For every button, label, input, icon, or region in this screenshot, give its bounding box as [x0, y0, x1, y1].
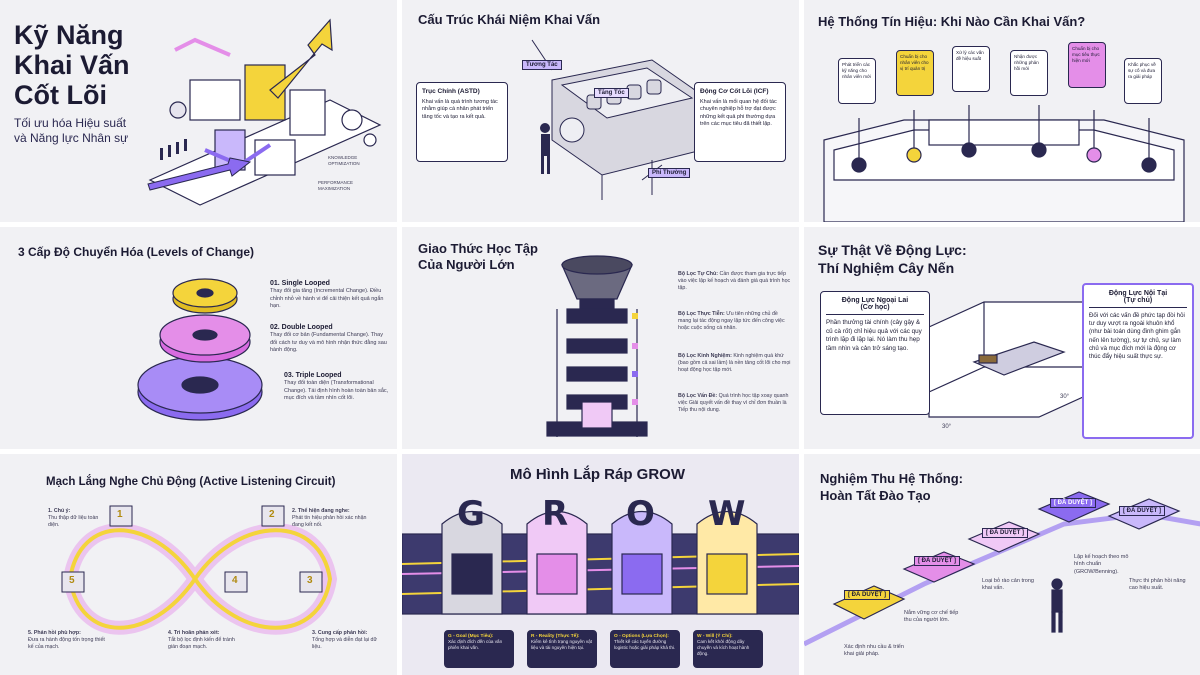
letter-o: O — [626, 494, 655, 534]
icf-heading: Động Cơ Cốt Lõi (ICF) — [700, 88, 769, 95]
panel-title: Hệ Thống Tín Hiệu: Khi Nào Cần Khai Vấn? — [818, 14, 1086, 29]
icf-card: Động Cơ Cốt Lõi (ICF) Khai vấn là mối qu… — [694, 82, 786, 162]
level-3: 03. Triple Looped Thay đổi toàn diện (Tr… — [284, 372, 389, 402]
sign-2: Chuẩn bị cho nhân viên cho vị trí quản t… — [896, 50, 934, 96]
title-line-2: Hoàn Tất Đào Tạo — [820, 488, 931, 503]
letter-w: W — [708, 494, 746, 534]
node-3-num: 3 — [307, 575, 313, 586]
sign-3: Xử lý các vấn đề hiệu suất — [952, 46, 990, 92]
panel-signal-system[interactable]: Hệ Thống Tín Hiệu: Khi Nào Cần Khai Vấn?… — [804, 0, 1200, 222]
coach-figure — [540, 123, 550, 174]
panel-levels-of-change[interactable]: 3 Cấp Độ Chuyển Hóa (Levels of Change) 0… — [0, 227, 397, 449]
panel-title: 3 Cấp Độ Chuyển Hóa (Levels of Change) — [18, 245, 255, 259]
machine-illustration — [147, 18, 382, 206]
title-line-2: Của Người Lớn — [418, 257, 515, 272]
filter-2: Bộ Lọc Thực Tiễn: Ưu tiên những chủ đề m… — [678, 311, 785, 332]
badge-1: [ ĐÃ DUYỆT ] — [844, 590, 890, 600]
panel-grow-model[interactable]: Mô Hình Lắp Ráp GROW G R O W G - Goal (M… — [402, 454, 799, 675]
angle-left: 30° — [942, 424, 952, 430]
node-3-label: 3. Cung cấp phản hồi:Tổng hợp và diễn đạ… — [312, 630, 378, 651]
panel-adult-learning-protocol[interactable]: Giao Thức Học Tập Của Người Lớn Bộ Lọc T… — [402, 227, 799, 449]
panel-title: Mạch Lắng Nghe Chủ Động (Active Listenin… — [46, 476, 336, 488]
panel-active-listening-circuit[interactable]: Mạch Lắng Nghe Chủ Động (Active Listenin… — [0, 454, 397, 675]
extrinsic-card: Động Lực Ngoại Lai (Cơ học) Phần thưởng … — [820, 291, 930, 415]
node-2-label: 2. Thể hiện đang nghe:Phát tín hiệu phản… — [292, 508, 367, 529]
level-2: 02. Double Looped Thay đổi cơ bản (Funda… — [270, 324, 387, 354]
gate-w-card: W - Will (Ý Chí): Cam kết khởi động dây … — [693, 630, 763, 668]
panel-coaching-concept-structure[interactable]: Cấu Trúc Khái Niệm Khai Vấn Tương Tác Tă… — [402, 0, 799, 222]
node-5-label: 5. Phản hồi phù hợp:Đưa ra hành động tốn… — [28, 630, 105, 651]
node-2-num: 2 — [269, 509, 275, 520]
phi-thuong-tag: Phi Thường — [648, 168, 691, 178]
filter-tower-illustration — [546, 255, 648, 437]
astd-heading: Trục Chính (ASTD) — [422, 88, 480, 95]
astd-body: Khai vấn là quá trình tương tác nhằm giú… — [422, 99, 498, 120]
panel-core-coaching-skills[interactable]: Kỹ Năng Khai Vấn Cốt Lõi Tối ưu hóa Hiệu… — [0, 0, 397, 222]
control-console-illustration — [823, 105, 1185, 222]
title-line-1: Nghiệm Thu Hệ Thống: — [820, 471, 963, 486]
node-4-label: 4. Trì hoãn phán xét:Tắt bộ lọc định kiế… — [168, 630, 235, 651]
title-line-3: Cốt Lõi — [14, 80, 107, 110]
angle-right: 30° — [1060, 394, 1070, 400]
gears-illustration — [137, 278, 263, 421]
intrinsic-card: Động Lực Nội Tại (Tự chủ) Đối với các vấ… — [1082, 283, 1194, 439]
filter-4: Bộ Lọc Vấn Đề: Quá trình học tập xoay qu… — [678, 393, 789, 414]
title-line-2: Khai Vấn — [14, 50, 130, 80]
node-5-num: 5 — [69, 575, 75, 586]
astd-card: Trục Chính (ASTD) Khai vấn là quá trình … — [416, 82, 508, 162]
panel-motivation-candle-experiment[interactable]: Sự Thật Về Động Lực: Thí Nghiệm Cây Nến … — [804, 227, 1200, 449]
gate-g-card: G - Goal (Mục Tiêu): Xác định đích đến c… — [444, 630, 514, 668]
gate-r-card: R - Reality (Thực Tế): Kiểm kê tình trạn… — [527, 630, 597, 668]
filter-3: Bộ Lọc Kinh Nghiệm: Kinh nghiệm quá khứ … — [678, 353, 791, 374]
title-line-1: Giao Thức Học Tập — [418, 241, 538, 256]
filter-1: Bộ Lọc Tự Chủ: Cần được tham gia trực ti… — [678, 271, 791, 292]
step-1: Xác định nhu cầu & triển khai giải pháp. — [844, 644, 904, 658]
step-5: Thực thi phản hồi nâng cao hiệu suất. — [1129, 578, 1186, 592]
level-1: 01. Single Looped Thay đổi gia tăng (Inc… — [270, 280, 384, 310]
step-3: Loại bỏ rào cản trong khai vấn. — [982, 578, 1034, 592]
extrinsic-body: Phần thưởng tài chính (cây gậy & củ cà r… — [826, 319, 922, 352]
gate-o-card: O - Options (Lựa Chọn): Thiết kế các tuy… — [610, 630, 680, 668]
sign-1: Phát triển các kỹ năng cho nhân viên mới — [838, 58, 876, 104]
sign-4: Nhận được những phản hồi mới — [1010, 50, 1048, 96]
infinity-circuit-illustration — [61, 505, 338, 635]
panel-title: Mô Hình Lắp Ráp GROW — [510, 466, 685, 483]
engine-illustration — [531, 39, 703, 200]
title-line-1: Sự Thật Về Động Lực: — [818, 242, 967, 258]
badge-4: [ ĐÃ DUYỆT ] — [1050, 498, 1096, 508]
node-1-num: 1 — [117, 509, 123, 520]
badge-3: [ ĐÃ DUYỆT ] — [982, 528, 1028, 538]
icf-body: Khai vấn là mối quan hệ đối tác chuyên n… — [700, 99, 777, 128]
growth-arrow-icon — [269, 18, 333, 99]
performance-tag: PERFORMANCE MAXIMIZATION — [318, 180, 354, 192]
panel-title: Cấu Trúc Khái Niệm Khai Vấn — [418, 12, 601, 27]
tang-toc-tag: Tăng Tốc — [594, 88, 629, 98]
node-1-label: 1. Chú ý:Thu thập dữ liệu toàn diện. — [48, 508, 99, 529]
badge-2: [ ĐÃ DUYỆT ] — [914, 556, 960, 566]
subtitle-line-2: và Năng lực Nhân sự — [14, 131, 129, 145]
title-line-1: Kỹ Năng — [14, 20, 124, 50]
purple-arrow-icon — [147, 157, 252, 191]
step-4: Lập kế hoạch theo mô hình chuẩn (GROW/Be… — [1074, 554, 1129, 575]
sign-6: Khắc phục về sự cố và đưa ra giải pháp — [1124, 58, 1162, 104]
subtitle-line-1: Tối ưu hóa Hiệu suất — [14, 116, 127, 130]
room-illustration — [928, 301, 1095, 418]
title-line-2: Thí Nghiệm Cây Nến — [818, 260, 955, 276]
node-4-num: 4 — [232, 575, 238, 586]
sign-5: Chuẩn bị cho mục tiêu thực hiện mới — [1068, 42, 1106, 88]
letter-r: R — [542, 494, 569, 534]
tuong-tac-tag: Tương Tác — [522, 60, 562, 70]
panel-system-acceptance[interactable]: Nghiệm Thu Hệ Thống: Hoàn Tất Đào Tạo [ … — [804, 454, 1200, 675]
knowledge-tag: KNOWLEDGE OPTIMIZATION — [328, 155, 360, 167]
grow-assembly-illustration — [402, 511, 799, 615]
intrinsic-body: Đối với các vấn đề phức tạp đòi hỏi tư d… — [1089, 312, 1185, 361]
badge-5: [ ĐÃ DUYỆT ] — [1119, 506, 1165, 516]
step-2: Nắm vững cơ chế tiếp thu của người lớn. — [904, 610, 959, 624]
letter-g: G — [457, 494, 485, 534]
